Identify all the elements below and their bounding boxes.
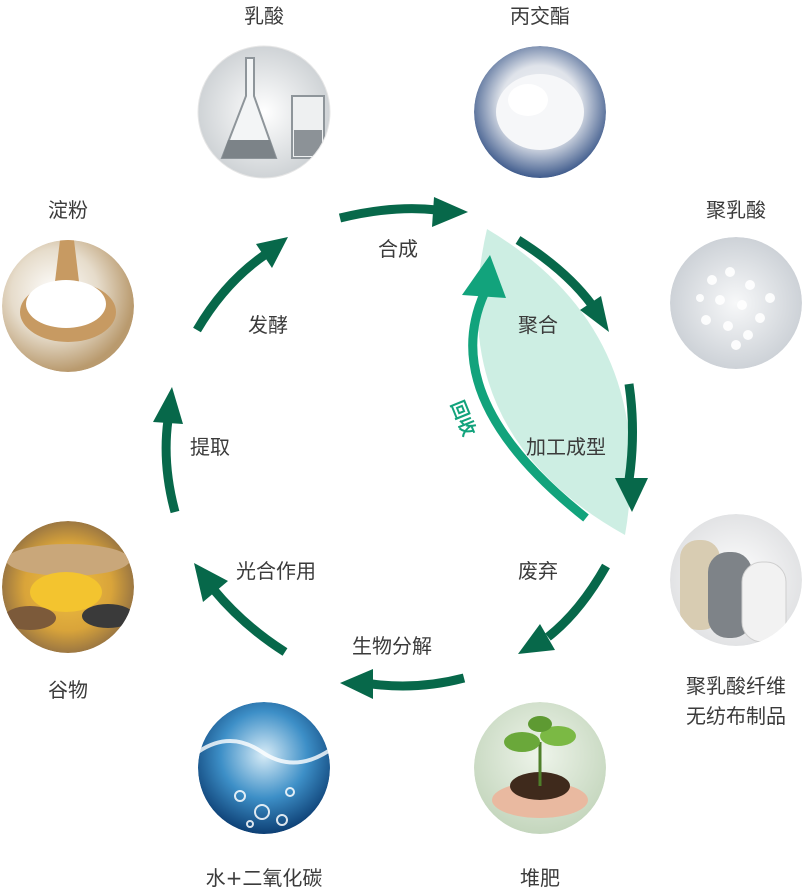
label-pla-fiber-line1: 聚乳酸纤维 (674, 672, 798, 700)
step-synthesis: 合成 (378, 236, 418, 262)
recycle-lens (462, 229, 631, 535)
lactide-image (474, 46, 606, 178)
grain-image (2, 521, 134, 653)
starch-image (2, 240, 134, 372)
label-water-co2: 水+二氧化碳 (190, 864, 338, 892)
label-starch: 淀粉 (38, 196, 98, 224)
label-compost: 堆肥 (510, 864, 570, 892)
label-pla: 聚乳酸 (696, 196, 776, 224)
step-discard: 废弃 (518, 558, 558, 584)
label-grain: 谷物 (38, 676, 98, 704)
compost-image (474, 702, 606, 834)
step-processing: 加工成型 (526, 434, 606, 460)
step-photosynthesis: 光合作用 (236, 558, 316, 584)
lactic-acid-image (198, 46, 330, 178)
step-fermentation: 发酵 (248, 312, 288, 338)
pla-fiber-nonwoven-image (670, 514, 802, 646)
label-lactide: 丙交酯 (500, 2, 580, 30)
pla-pellets-image (670, 237, 802, 369)
step-polymerization: 聚合 (518, 312, 558, 338)
label-lactic-acid: 乳酸 (234, 2, 294, 30)
step-extraction: 提取 (190, 434, 230, 460)
label-pla-fiber-line2: 无纺布制品 (674, 702, 798, 730)
water-image (198, 702, 330, 834)
step-biodegradation: 生物分解 (352, 633, 432, 659)
